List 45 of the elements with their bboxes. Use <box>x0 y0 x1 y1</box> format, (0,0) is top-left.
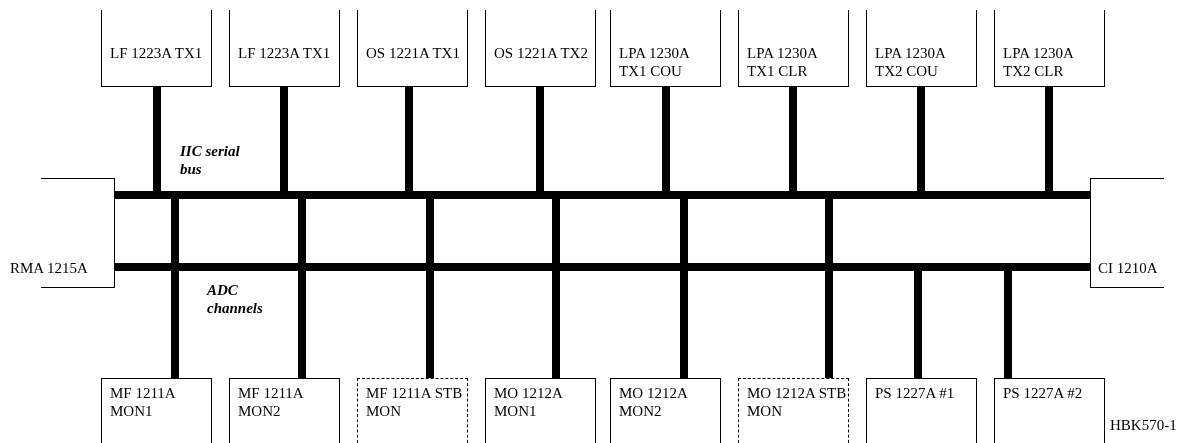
module-label: LPA 1230A TX2 COU <box>875 44 947 80</box>
bus-connector <box>405 87 413 191</box>
figure-id: HBK570-1 <box>1110 416 1177 434</box>
module-label: LPA 1230A TX1 CLR <box>747 44 819 80</box>
module-label: MF 1211A MON2 <box>238 384 304 420</box>
module-label: LF 1223A TX1 <box>110 44 204 62</box>
module-box <box>866 10 977 87</box>
bus-connector <box>1045 87 1053 191</box>
module-box <box>357 10 468 87</box>
module-label: MF 1211A STB MON <box>366 384 464 420</box>
module-box <box>101 378 212 443</box>
bus-label: IIC serial bus <box>180 142 241 178</box>
module-label: MO 1212A STB MON <box>747 384 847 420</box>
module-label: OS 1221A TX1 <box>366 44 461 62</box>
bus-connector <box>280 87 288 191</box>
bus-connector <box>536 87 544 191</box>
module-label: LPA 1230A TX2 CLR <box>1003 44 1075 80</box>
module-box <box>738 10 849 87</box>
module-box <box>994 10 1105 87</box>
module-label: LF 1223A TX1 <box>238 44 332 62</box>
module-box <box>610 10 721 87</box>
module-box <box>866 378 977 443</box>
bus-connector <box>917 87 925 191</box>
module-box <box>357 378 468 443</box>
module-box <box>994 378 1105 443</box>
module-box <box>485 10 596 87</box>
module-label: MF 1211A MON1 <box>110 384 176 420</box>
bus-connector <box>153 87 161 191</box>
module-box <box>485 378 596 443</box>
module-label: MO 1212A MON2 <box>619 384 689 420</box>
module-box <box>738 378 849 443</box>
module-label: OS 1221A TX2 <box>494 44 589 62</box>
module-label: LPA 1230A TX1 COU <box>619 44 691 80</box>
module-label: MO 1212A MON1 <box>494 384 564 420</box>
module-label: RMA 1215A <box>10 259 88 277</box>
bus-connector <box>662 87 670 191</box>
module-label: PS 1227A #1 <box>875 384 956 402</box>
module-label: CI 1210A <box>1098 259 1158 277</box>
module-box <box>610 378 721 443</box>
module-box <box>101 10 212 87</box>
module-box <box>229 378 340 443</box>
bus-label: ADC channels <box>207 281 264 317</box>
bus-connector <box>789 87 797 191</box>
module-label: PS 1227A #2 <box>1003 384 1084 402</box>
module-box <box>229 10 340 87</box>
